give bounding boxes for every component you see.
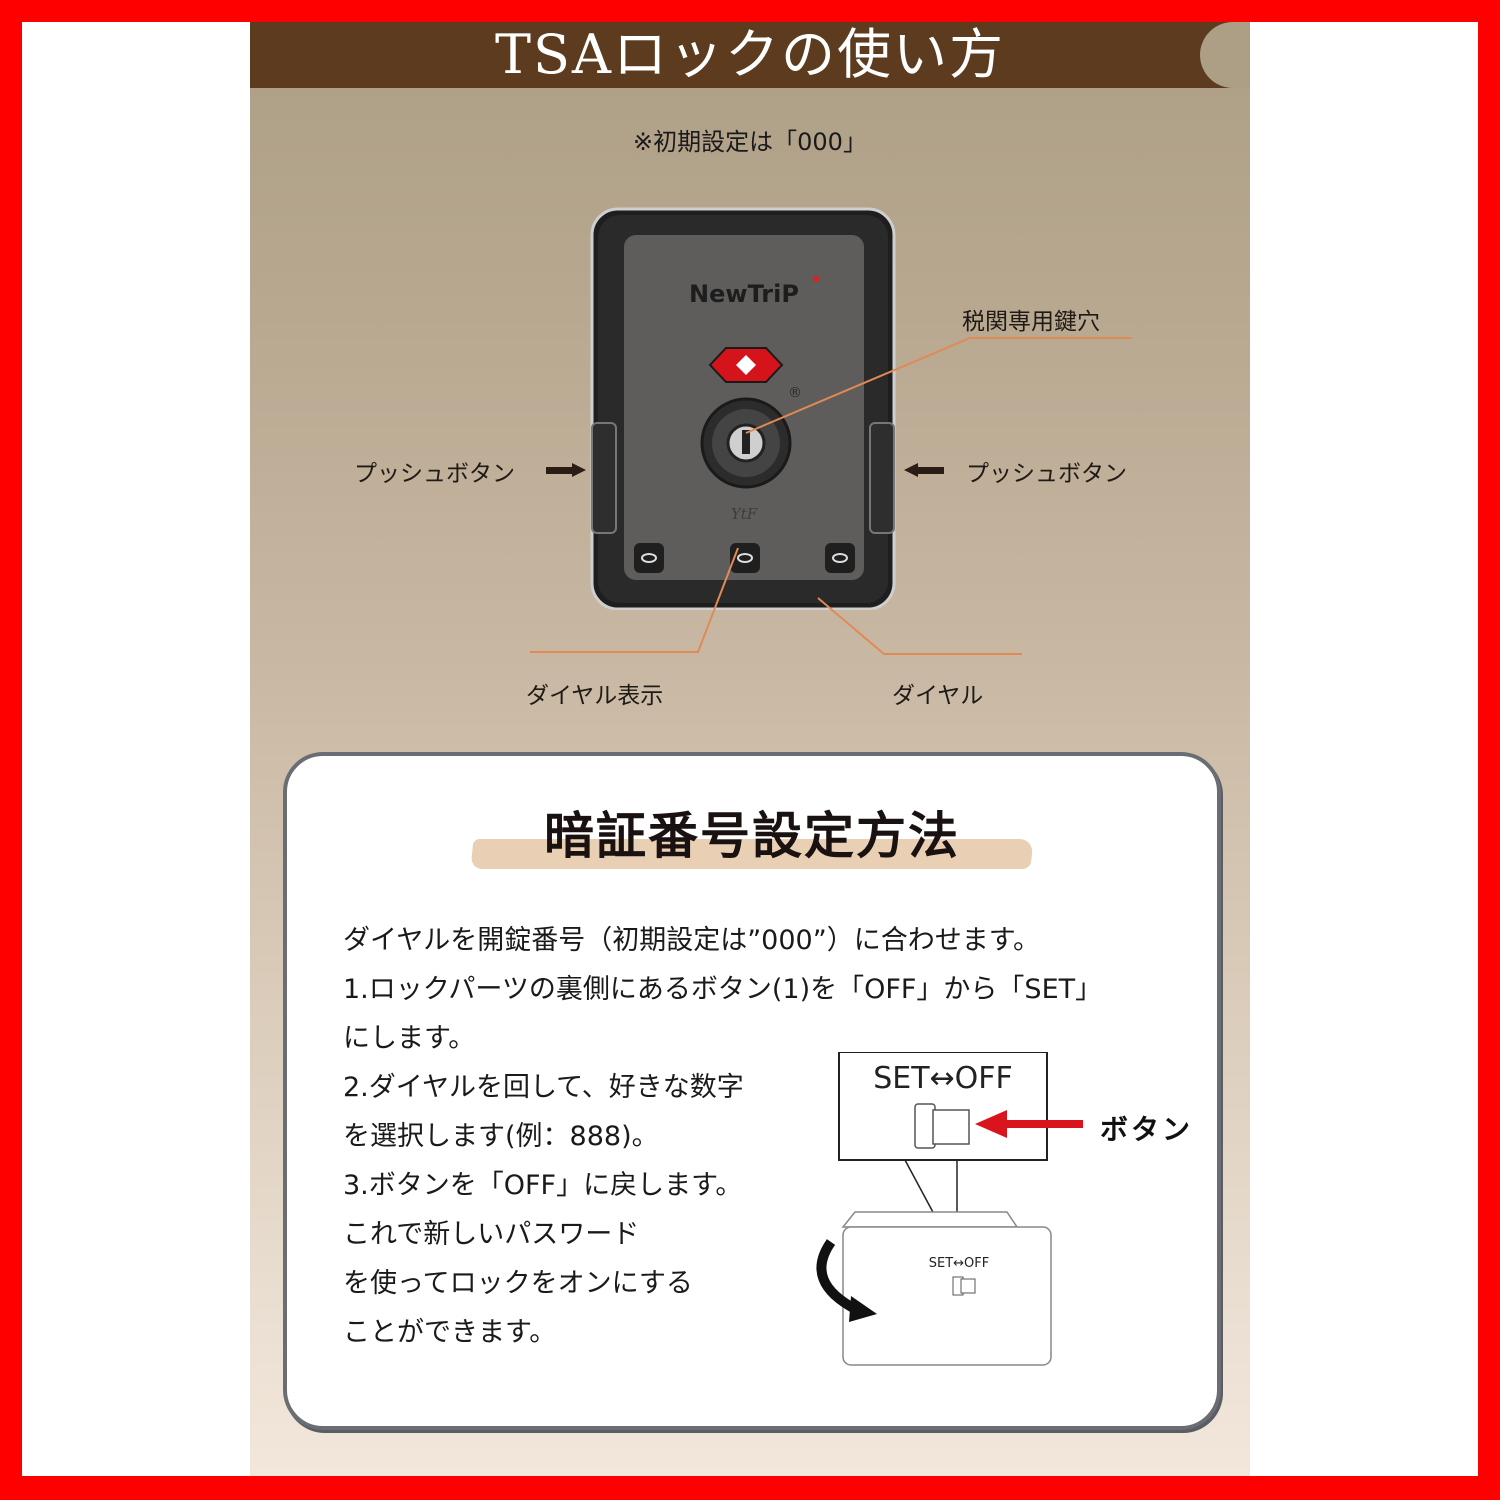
header-bar xyxy=(250,22,1250,88)
initial-setting-note: ※初期設定は「000」 xyxy=(633,128,867,156)
instruction-line: を選択します(例：888)。 xyxy=(343,1121,659,1152)
button-label: ボタン xyxy=(1100,1113,1194,1146)
dial-label: ダイヤル xyxy=(892,683,984,709)
arrow-right-icon xyxy=(546,463,586,477)
set-off-diagram: SET↔OFF SET↔OFF xyxy=(816,1052,1083,1366)
tsa-lock-image: NewTriP ® YtF xyxy=(590,207,896,610)
tsa-diamond-icon xyxy=(708,347,784,383)
canvas: TSAロックの使い方 ※初期設定は「000」 NewTriP xyxy=(22,22,1478,1476)
red-arrow-icon xyxy=(975,1110,1083,1138)
dial-display-label: ダイヤル表示 xyxy=(526,683,664,709)
svg-text:SET↔OFF: SET↔OFF xyxy=(873,1061,1013,1096)
card-title-block: 暗証番号設定方法 xyxy=(470,801,1034,881)
svg-text:YtF: YtF xyxy=(731,505,758,523)
push-button-right-label: プッシュボタン xyxy=(966,461,1127,487)
instruction-line: これで新しいパスワード xyxy=(343,1219,640,1250)
keyhole-icon xyxy=(700,397,792,489)
header-notch xyxy=(1200,22,1250,88)
instruction-line: 1.ロックパーツの裏側にあるボタン(1)を「OFF」から「SET」 xyxy=(343,974,1103,1005)
instruction-steps: ダイヤルを開錠番号（初期設定は”000”）に合わせます。 1.ロックパーツの裏側… xyxy=(343,916,1163,1357)
instruction-line: にします。 xyxy=(343,1023,476,1054)
instruction-line: ダイヤルを開錠番号（初期設定は”000”）に合わせます。 xyxy=(343,925,1040,956)
svg-text:NewTriP: NewTriP xyxy=(689,280,799,308)
svg-text:SET↔OFF: SET↔OFF xyxy=(929,1256,990,1271)
push-button-left-label: プッシュボタン xyxy=(354,461,515,487)
rotate-arrow-icon xyxy=(816,1239,860,1315)
instruction-line: ことができます。 xyxy=(343,1317,557,1348)
page-title: TSAロックの使い方 xyxy=(494,23,1005,86)
card-title: 暗証番号設定方法 xyxy=(544,806,960,865)
password-setup-card: 暗証番号設定方法 ダイヤルを開錠番号（初期設定は”000”）に合わせます。 1.… xyxy=(283,752,1221,1430)
instruction-line: を使ってロックをオンにする xyxy=(343,1268,693,1299)
switch-button-icon xyxy=(914,1103,970,1149)
svg-text:®: ® xyxy=(788,385,802,401)
instruction-line: 3.ボタンを「OFF」に戻します。 xyxy=(343,1170,743,1201)
arrow-left-icon xyxy=(904,463,944,477)
customs-keyhole-label: 税関専用鍵穴 xyxy=(962,309,1100,335)
instruction-line: 2.ダイヤルを回して、好きな数字 xyxy=(343,1072,744,1103)
content-panel: TSAロックの使い方 ※初期設定は「000」 NewTriP xyxy=(250,22,1250,1476)
